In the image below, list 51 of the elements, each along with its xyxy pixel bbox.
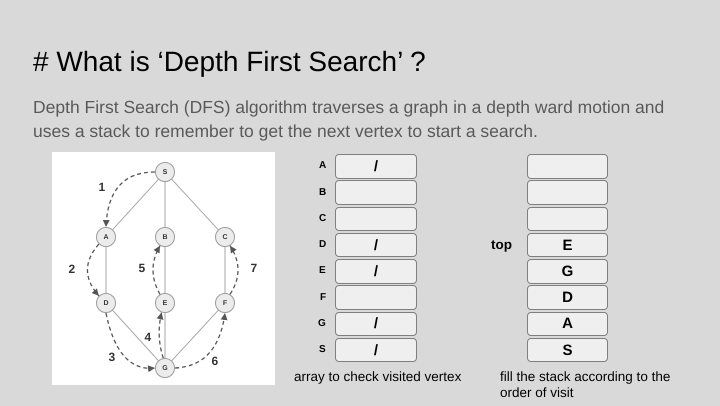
- array-cell: /: [335, 154, 417, 178]
- row-label: F: [320, 292, 326, 303]
- connector-line: [164, 312, 166, 358]
- row-label: D: [319, 239, 326, 250]
- connector-line: [164, 182, 166, 228]
- edge-label: 1: [98, 180, 106, 194]
- array-cell: /: [335, 312, 417, 336]
- edge-label: 5: [138, 262, 146, 275]
- dashed-arrow: [152, 245, 161, 295]
- row-label: G: [318, 318, 326, 330]
- array-cell: [335, 180, 417, 205]
- dashed-arrow: [229, 245, 239, 295]
- dashed-arrow: [105, 312, 156, 372]
- edge-label: 2: [68, 262, 76, 276]
- edge-label: 4: [144, 330, 152, 344]
- dashed-arrow: [103, 171, 156, 228]
- slide-title: # What is ‘Depth First Search’ ?: [33, 46, 426, 78]
- stack-cell: A: [527, 312, 608, 336]
- connector-line: [112, 178, 159, 230]
- array-cell: /: [335, 259, 417, 284]
- connector-line: [171, 178, 219, 230]
- stack-top-label: top: [491, 237, 512, 253]
- edge-label: 3: [108, 350, 116, 364]
- stack-cell: [527, 154, 608, 178]
- row-label: B: [319, 186, 326, 198]
- body-text: Depth First Search (DFS) algorithm traverses a graph in a depth ward motion and uses a stack to remember to get the next vertex to start a search.: [33, 96, 666, 143]
- caption-text: fill the stack according to the order of visit: [500, 369, 672, 401]
- caption-text: array to check visited vertex: [294, 369, 462, 385]
- array-cell: [335, 285, 417, 310]
- dashed-arrow: [156, 312, 164, 358]
- stack-cell: S: [527, 338, 608, 362]
- dashed-arrow: [174, 312, 228, 369]
- connector-line: [112, 310, 159, 362]
- stack-cell: D: [527, 285, 608, 310]
- connector-line: [171, 310, 219, 362]
- connector-line: [164, 246, 166, 294]
- stack-cell: E: [527, 232, 608, 258]
- edge-label: 6: [212, 354, 218, 368]
- row-label: C: [319, 212, 326, 224]
- row-label: S: [319, 344, 326, 356]
- stack-cell: G: [527, 259, 608, 284]
- array-cell: [335, 206, 417, 231]
- row-label: A: [319, 160, 326, 172]
- stack-cell: [527, 180, 608, 205]
- array-cell: /: [335, 232, 417, 258]
- dashed-arrow: [86, 244, 100, 296]
- stack-cell: [527, 206, 608, 231]
- connector-line: [224, 246, 226, 294]
- array-cell: /: [335, 338, 417, 362]
- edge-label: 7: [250, 262, 258, 275]
- row-label: E: [319, 265, 326, 277]
